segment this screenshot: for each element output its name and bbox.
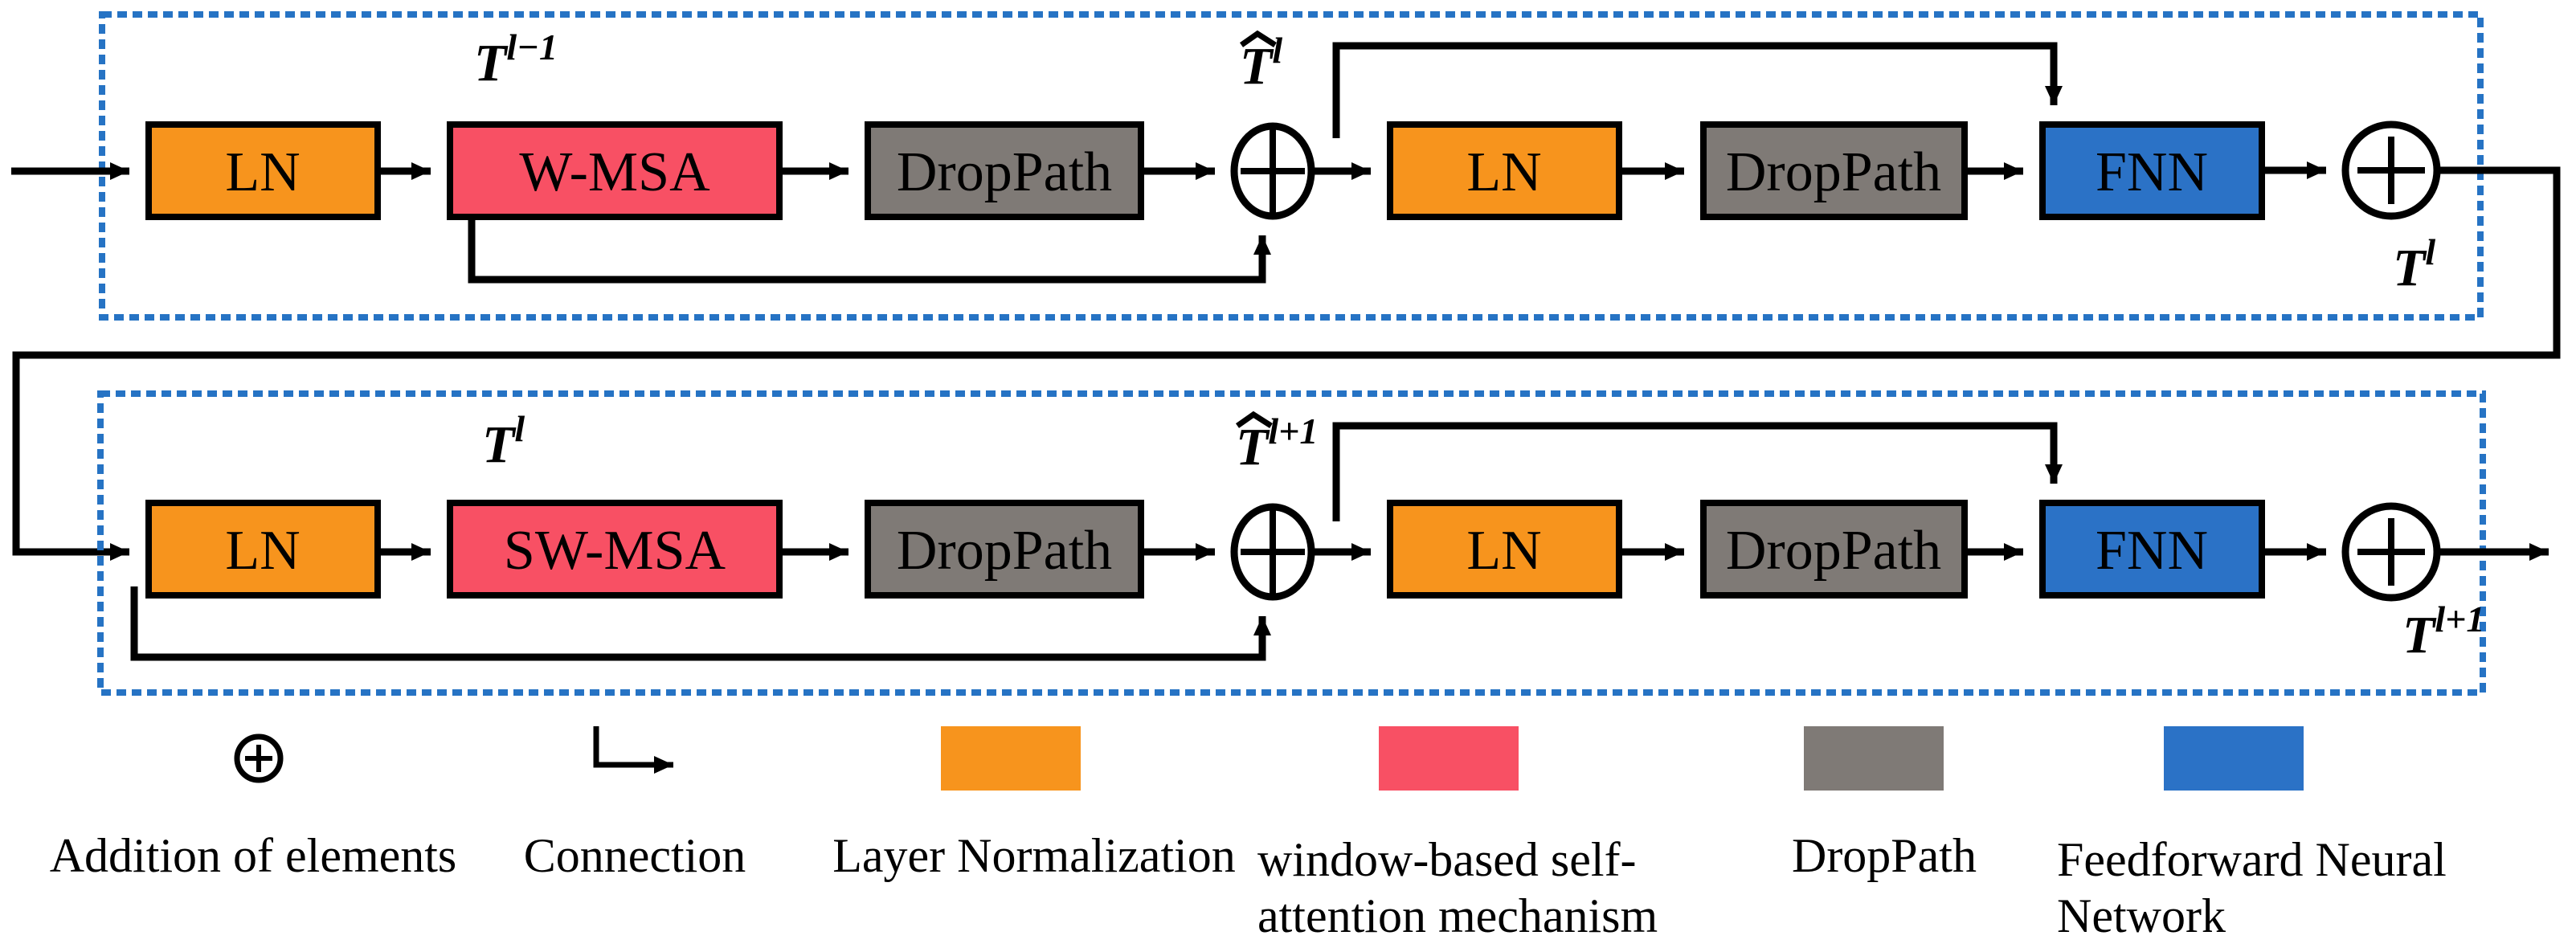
block1-group: LN W-MSA DropPath LN DropPath FNN [11, 11, 2561, 561]
block1-droppath1-label: DropPath [897, 141, 1112, 203]
block2-ln2-rect [1387, 500, 1622, 599]
layer-norm-swatch [941, 726, 1081, 791]
block1-wmsa-rect [447, 121, 783, 220]
block2-residual-skip-connection [130, 586, 1271, 661]
legend-addition-label: Addition of elements [50, 829, 457, 882]
legend-attention-label-line1: window-based self- [1257, 833, 1637, 886]
block2-ln1-box: LN [145, 500, 381, 599]
block1-ln2-label: LN [1466, 141, 1541, 203]
block2-ln2-label: LN [1466, 520, 1541, 582]
block2-hat-tensor-label: Tl+1 [1235, 411, 1318, 476]
block1-add1-icon [1230, 122, 1315, 220]
block1-fnn-rect [2039, 121, 2265, 220]
block2-droppath1-box: DropPath [865, 500, 1144, 599]
hat-accent [1239, 30, 1277, 47]
block2-fnn-rect [2039, 500, 2265, 599]
legend-item-fnn: Feedforward Neural Network [2057, 726, 2447, 942]
block2-droppath2-label: DropPath [1726, 520, 1941, 582]
block1-fnn-label: FNN [2096, 141, 2208, 203]
block2-group: LN SW-MSA DropPath LN DropPath FNN [97, 390, 2549, 696]
block1-ln1-box: LN [145, 121, 381, 220]
block1-hat-branch-connection [1332, 42, 2063, 138]
attention-swatch [1379, 726, 1519, 791]
legend-item-addition: Addition of elements [50, 733, 457, 882]
block2-swmsa-label: SW-MSA [504, 520, 726, 582]
legend-connection-label: Connection [524, 829, 746, 882]
block1-add2-icon [2341, 121, 2441, 220]
block2-hat-branch-connection [1332, 422, 2063, 521]
block2-dashed-border [97, 390, 2486, 696]
block2-droppath1-label: DropPath [897, 520, 1112, 582]
svg-text:Tl+1: Tl+1 [1236, 411, 1318, 476]
block2-droppath2-box: DropPath [1700, 500, 1968, 599]
block2-fnn-box: FNN [2039, 500, 2265, 599]
block1-residual-skip-connection [468, 215, 1271, 284]
block1-output-tensor-label: Tl [2393, 231, 2435, 297]
block1-fnn-box: FNN [2039, 121, 2265, 220]
svg-text:Tl: Tl [1240, 30, 1282, 96]
block2-add2-icon [2341, 502, 2441, 602]
block2-swmsa-box: SW-MSA [447, 500, 783, 599]
droppath-swatch [1804, 726, 1944, 791]
block2-droppath1-rect [865, 500, 1144, 599]
block2-ln2-box: LN [1387, 500, 1622, 599]
legend-item-droppath: DropPath [1792, 726, 1977, 882]
block2-ln1-rect [145, 500, 381, 599]
block2-fnn-label: FNN [2096, 520, 2208, 582]
block2-ln1-label: LN [225, 520, 300, 582]
legend-fnn-label-line2: Network [2057, 889, 2226, 942]
block1-droppath1-rect [865, 121, 1144, 220]
block1-wmsa-label: W-MSA [519, 141, 710, 203]
block2-input-tensor-label: Tl [482, 408, 525, 474]
block1-dashed-border [99, 11, 2484, 321]
legend-attention-label-line2: attention mechanism [1257, 889, 1658, 942]
block2-droppath2-rect [1700, 500, 1968, 599]
legend-layer-norm-label: Layer Normalization [832, 829, 1235, 882]
block2-swmsa-rect [447, 500, 783, 599]
block1-droppath1-box: DropPath [865, 121, 1144, 220]
block1-input-tensor-label: Tl−1 [474, 27, 558, 92]
block1-ln2-box: LN [1387, 121, 1622, 220]
block1-droppath2-label: DropPath [1726, 141, 1941, 203]
block1-ln1-label: LN [225, 141, 300, 203]
legend-item-connection: Connection [524, 726, 746, 882]
block1-ln1-rect [145, 121, 381, 220]
legend-fnn-label-line1: Feedforward Neural [2057, 833, 2447, 886]
legend: Addition of elements Connection Layer No… [50, 726, 2447, 942]
block1-ln2-rect [1387, 121, 1622, 220]
block1-droppath2-rect [1700, 121, 1968, 220]
legend-item-attention: window-based self- attention mechanism [1257, 726, 1658, 942]
connection-arrow-icon [593, 726, 673, 774]
plus-circle-icon [234, 733, 284, 783]
hat-accent [1235, 411, 1273, 428]
block1-droppath2-box: DropPath [1700, 121, 1968, 220]
fnn-swatch [2164, 726, 2304, 791]
block2-output-tensor-label: Tl+1 [2402, 599, 2484, 664]
legend-droppath-label: DropPath [1792, 829, 1977, 882]
block1-to-block2-connection [12, 166, 2561, 561]
block2-add1-icon [1230, 503, 1315, 601]
block1-hat-tensor-label: Tl [1239, 30, 1282, 96]
block1-wmsa-box: W-MSA [447, 121, 783, 220]
legend-item-layer-norm: Layer Normalization [832, 726, 1236, 882]
